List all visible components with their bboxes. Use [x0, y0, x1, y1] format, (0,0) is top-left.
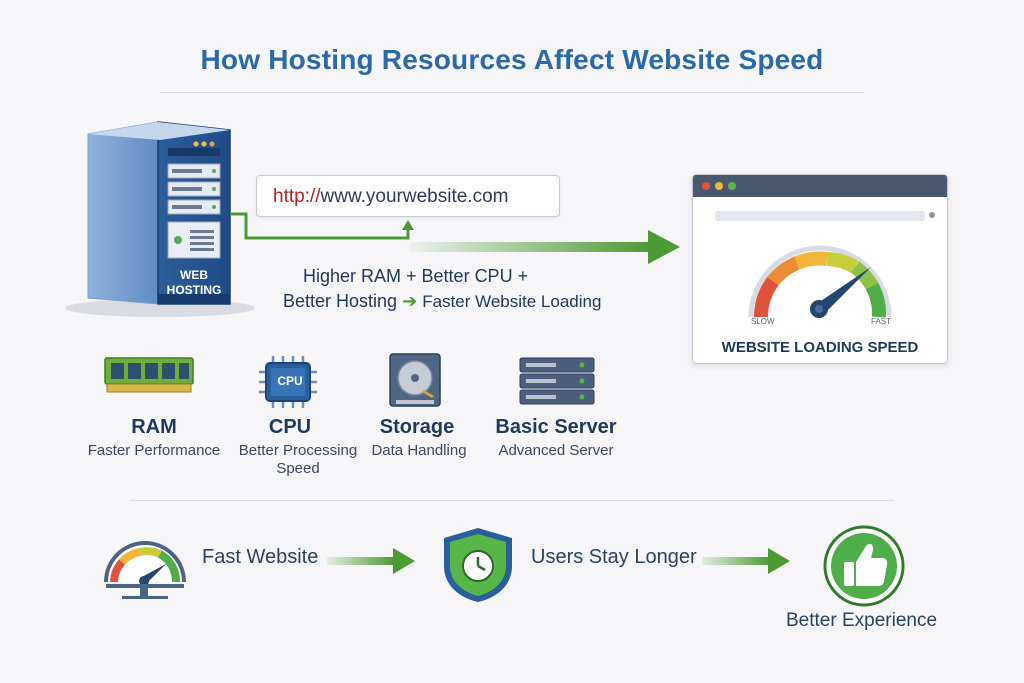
browser-menu-icon[interactable] [929, 212, 935, 218]
formula-line2: Better Hosting ➔ Faster Website Loading [283, 291, 601, 312]
formula-line2-right: Faster Website Loading [422, 292, 602, 311]
formula-line1: Higher RAM + Better CPU + [303, 266, 529, 286]
formula-line2-left: Better Hosting [283, 291, 398, 311]
browser-maximize-dot [728, 182, 736, 190]
resource-server-subtitle: Advanced Server [498, 442, 614, 459]
server-label-line1: WEB [180, 268, 208, 282]
server-connector-arrow [230, 212, 414, 240]
url-protocol: http:// [273, 186, 321, 207]
page-title: How Hosting Resources Affect Website Spe… [200, 44, 824, 75]
section-divider [130, 500, 894, 501]
flow-step-fast-website: Fast Website [202, 546, 319, 568]
browser-window: SLOW FAST WEBSITE LOADING SPEED [692, 174, 948, 364]
resource-storage-subtitle: Data Handling [371, 442, 467, 459]
flow-arrow-2 [702, 548, 790, 574]
ram-icon [104, 357, 194, 393]
speed-gauge [748, 245, 892, 318]
shield-clock-icon [444, 528, 512, 602]
resource-cpu-subtitle-line2: Speed [276, 460, 320, 477]
browser-address-bar[interactable] [715, 211, 925, 221]
browser-title-bar [693, 175, 947, 197]
server-rack-icon [519, 357, 595, 405]
hard-drive-icon [389, 353, 441, 407]
flow-step-users-stay-longer: Users Stay Longer [531, 546, 697, 568]
cpu-icon [259, 356, 317, 408]
resource-cpu-title: CPU [268, 416, 312, 438]
resource-cpu-subtitle-line1: Better Processing [238, 442, 358, 459]
speedometer-icon [104, 541, 186, 599]
gauge-slow-label: SLOW [751, 317, 775, 326]
gauge-fast-label: FAST [871, 317, 892, 326]
title-divider [160, 92, 864, 93]
browser-close-dot [702, 182, 710, 190]
flow-arrow-1 [327, 548, 415, 574]
browser-minimize-dot [715, 182, 723, 190]
formula-arrow-icon: ➔ [402, 291, 418, 311]
url-bar[interactable]: http://www.yourwebsite.com [256, 175, 560, 217]
speed-flow-arrow [410, 230, 680, 264]
server-tower-icon [65, 121, 255, 317]
resource-ram-title: RAM [131, 416, 177, 438]
flow-step-better-experience: Better Experience [786, 610, 938, 631]
browser-caption: WEBSITE LOADING SPEED [721, 339, 919, 356]
url-domain: www.yourwebsite.com [320, 186, 509, 207]
resource-ram-subtitle: Faster Performance [87, 442, 221, 459]
resource-server-title: Basic Server [495, 416, 617, 438]
cpu-chip-text: CPU [277, 374, 303, 388]
thumbs-up-icon [823, 525, 905, 607]
web-hosting-server: WEB HOSTING [60, 118, 260, 323]
server-label-line2: HOSTING [166, 283, 222, 297]
resource-storage-title: Storage [379, 416, 455, 438]
